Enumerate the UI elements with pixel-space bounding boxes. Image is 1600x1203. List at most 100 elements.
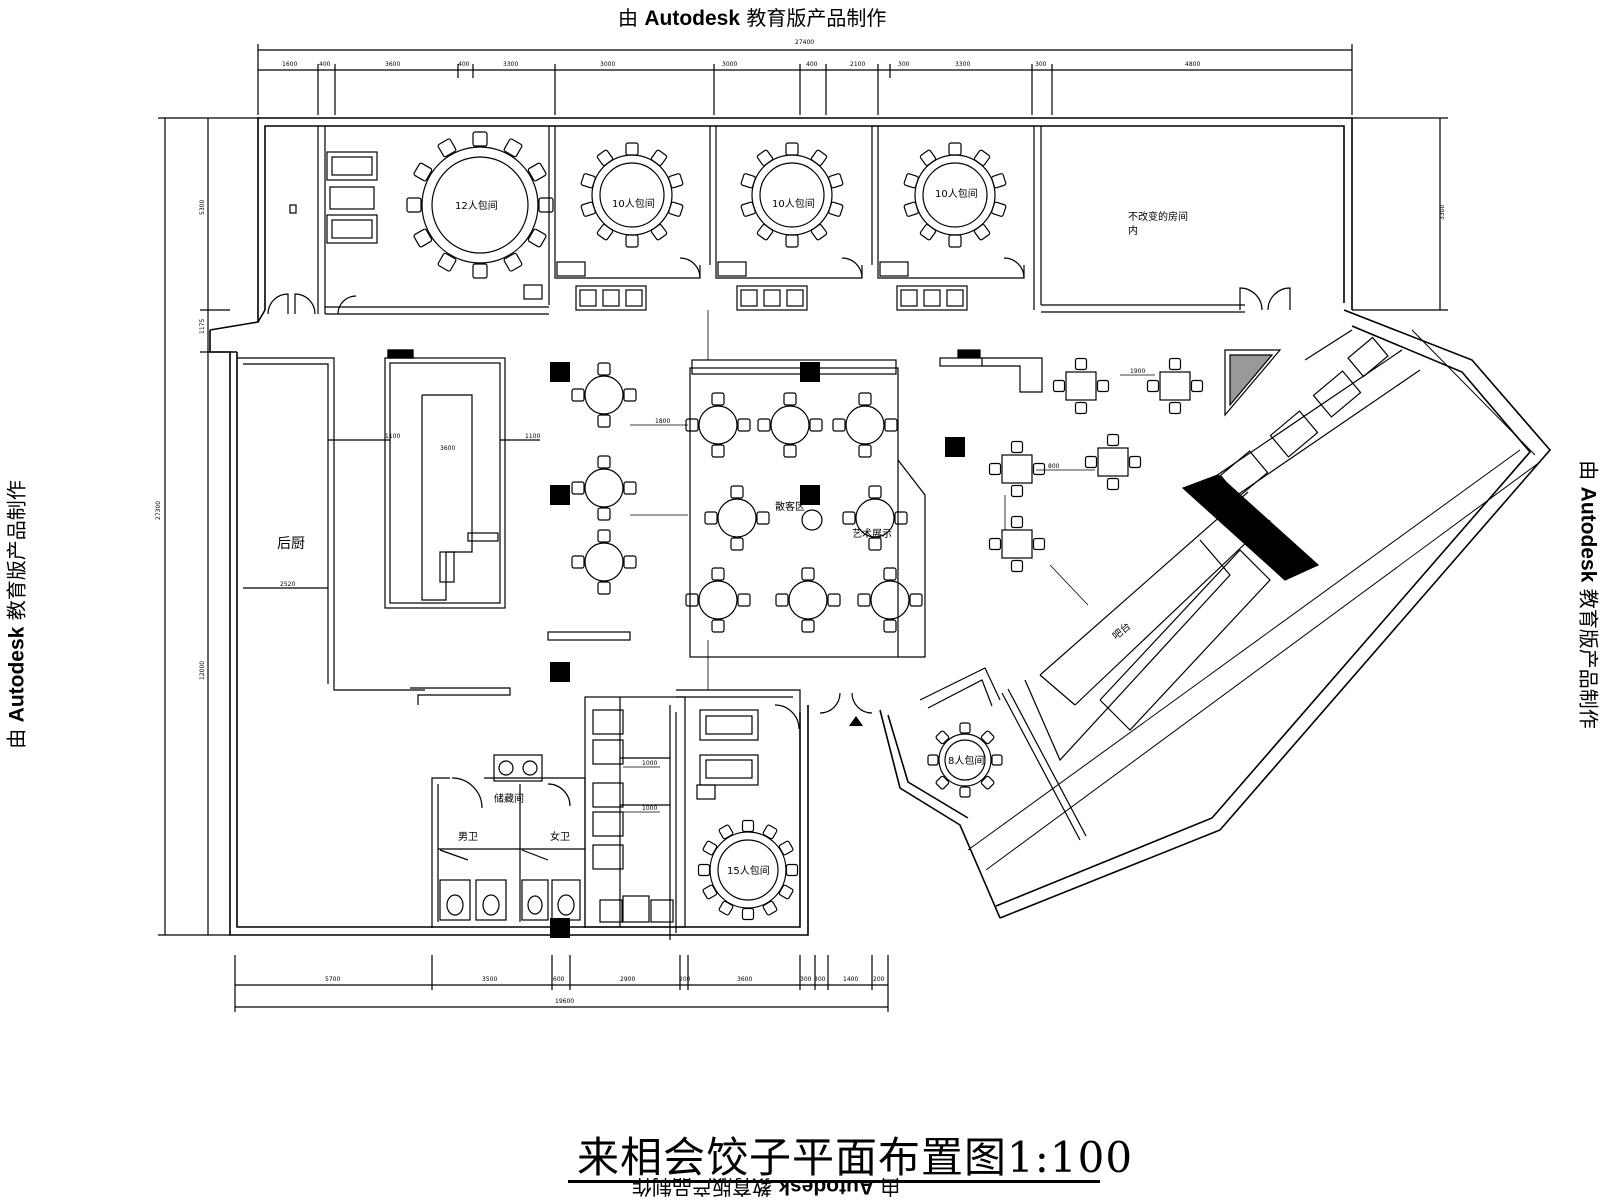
- chair: [598, 363, 610, 375]
- chair: [743, 909, 754, 920]
- chairs-hall-6: [705, 486, 769, 550]
- chair: [757, 512, 769, 524]
- chair: [1170, 403, 1181, 414]
- label-locker: 储藏间: [494, 792, 524, 805]
- chair: [843, 512, 855, 524]
- dim-bottom-5: 200: [679, 976, 691, 983]
- chair: [743, 821, 754, 832]
- dim-int-9: 1000: [642, 805, 657, 812]
- chairs-square-1: [1148, 359, 1203, 414]
- chair: [859, 445, 871, 457]
- chair: [572, 389, 584, 401]
- outer-walls: [210, 118, 1550, 935]
- dim-left-lower: 12000: [199, 661, 206, 680]
- chair: [920, 224, 937, 241]
- chair: [828, 594, 840, 606]
- chairs-hall-2: [572, 530, 636, 594]
- right-dimensions: 3300: [1352, 118, 1448, 310]
- top-dimensions: 27400 1600 400 3600 400 3300 3000 3000 4…: [258, 39, 1352, 115]
- chair: [598, 508, 610, 520]
- dim-bottom-7: 300: [800, 976, 812, 983]
- chair: [705, 512, 717, 524]
- chair: [779, 884, 794, 899]
- chair: [712, 393, 724, 405]
- chair: [810, 419, 822, 431]
- chair: [503, 138, 522, 157]
- dim-int-5: 1900: [1130, 368, 1145, 375]
- dim-top-2: 400: [319, 61, 331, 68]
- chairs-hall-9: [776, 568, 840, 632]
- chair: [528, 228, 547, 247]
- chair: [597, 224, 614, 241]
- chair: [1012, 486, 1023, 497]
- chair: [786, 143, 798, 155]
- label-private-room-10-b: 10人包间: [772, 197, 815, 210]
- chair: [1054, 381, 1065, 392]
- chair: [1076, 403, 1087, 414]
- label-bar: 吧台: [1110, 619, 1134, 642]
- label-unchanged-room-2: 内: [1128, 224, 1138, 237]
- interior-dimension-labels: 1800 1100 3600 1100 1900 800 2520 1000 1…: [280, 368, 1145, 812]
- chair: [718, 824, 733, 839]
- chair: [776, 594, 788, 606]
- chair: [473, 132, 487, 146]
- chair: [974, 224, 991, 241]
- chair: [1076, 359, 1087, 370]
- chair: [935, 776, 949, 790]
- chair: [884, 568, 896, 580]
- chairs-square-0: [1054, 359, 1109, 414]
- chairs-hall-0: [572, 363, 636, 427]
- dim-top-8: 400: [806, 61, 818, 68]
- chair: [833, 419, 845, 431]
- chair: [702, 840, 717, 855]
- chair: [473, 264, 487, 278]
- chair: [738, 419, 750, 431]
- dim-top-7: 3000: [722, 61, 737, 68]
- chair: [981, 730, 995, 744]
- chairs-hall-8: [686, 568, 750, 632]
- chair: [572, 482, 584, 494]
- dim-int-7: 2520: [280, 581, 295, 588]
- label-restroom-w: 女卫: [550, 830, 570, 843]
- dim-top-5: 3300: [503, 61, 518, 68]
- dim-top-overall: 27400: [795, 39, 814, 46]
- round-table-10-a: [592, 155, 672, 235]
- chair: [960, 723, 970, 733]
- label-unchanged-room: 不改变的房间: [1128, 210, 1188, 223]
- chair: [718, 901, 733, 916]
- chair: [597, 149, 614, 166]
- chair: [784, 445, 796, 457]
- dim-bottom-overall: 19600: [555, 998, 574, 1005]
- chair: [949, 143, 961, 155]
- chair: [626, 235, 638, 247]
- chairs-square-2: [990, 442, 1045, 497]
- dim-top-10: 300: [898, 61, 910, 68]
- label-kitchen: 后厨: [277, 536, 305, 552]
- chair: [949, 235, 961, 247]
- label-private-room-10-c: 10人包间: [935, 187, 978, 200]
- chair: [528, 162, 547, 181]
- chairs-square-4: [990, 517, 1045, 572]
- chair: [712, 620, 724, 632]
- structural-columns: [550, 362, 965, 938]
- chair: [757, 149, 774, 166]
- chairs-10-b: [741, 143, 844, 247]
- chair: [1034, 539, 1045, 550]
- bottom-dimensions: 5700 3500 600 2900 200 3600 300 300 1400…: [235, 955, 888, 1012]
- dim-top-1: 1600: [282, 61, 297, 68]
- chair: [981, 776, 995, 790]
- chair: [651, 224, 668, 241]
- private-room-15: [670, 690, 872, 940]
- interior-dimensions: [623, 310, 1155, 812]
- dim-bottom-10: 200: [873, 976, 885, 983]
- dim-int-4: 1100: [525, 433, 540, 440]
- chair: [699, 865, 710, 876]
- chair: [992, 755, 1002, 765]
- chair: [598, 456, 610, 468]
- chair: [858, 594, 870, 606]
- chair: [572, 556, 584, 568]
- chair: [762, 901, 777, 916]
- left-dimensions: 5300 1175 27300 12000: [155, 118, 260, 935]
- chair: [712, 568, 724, 580]
- chair: [1012, 561, 1023, 572]
